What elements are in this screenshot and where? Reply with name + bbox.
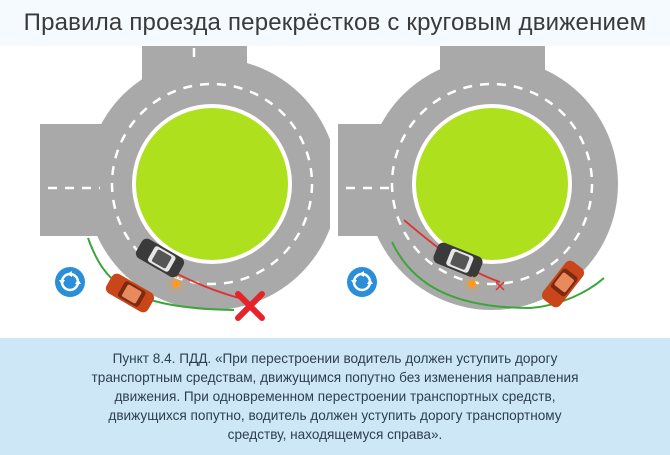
- right-roundabout-panel: [338, 46, 670, 338]
- caption-line: движущихся попутно, водитель должен усту…: [108, 408, 562, 423]
- left-lane-marking: [110, 82, 314, 286]
- left-signal-icon: [172, 280, 180, 288]
- right-red-car: [541, 260, 585, 308]
- right-signal-glow: [464, 276, 480, 292]
- right-green-path: [391, 241, 605, 310]
- panel-divider: [330, 46, 338, 338]
- left-signal-glow: [168, 276, 184, 292]
- caption-line: Пункт 8.4. ПДД. «При перестроении водите…: [112, 351, 558, 366]
- left-grey-car: [135, 238, 185, 278]
- page-title: Правила проезда перекрёстков с круговым …: [23, 9, 647, 36]
- right-island: [416, 108, 568, 260]
- right-lane-marking: [390, 82, 594, 286]
- caption-line: средству, находящемуся справа».: [227, 427, 443, 442]
- right-small-cross-icon: [495, 281, 505, 291]
- roundabout-diagram: [0, 46, 670, 338]
- left-red-car: [105, 273, 155, 313]
- right-roundabout-sign-icon: [345, 265, 379, 299]
- title-bar: Правила проезда перекрёстков с круговым …: [0, 0, 670, 46]
- left-island: [136, 108, 288, 260]
- caption-box: Пункт 8.4. ПДД. «При перестроении водите…: [0, 338, 670, 455]
- left-roundabout-panel: [0, 46, 330, 338]
- diagram-area: [0, 46, 670, 338]
- caption-line: транспортным средствам, движущимся попут…: [91, 370, 579, 385]
- collision-cross-icon: [235, 291, 265, 321]
- caption-line: движения. При одновременном перестроении…: [114, 389, 556, 404]
- right-signal-icon: [468, 280, 476, 288]
- right-grey-car: [433, 242, 483, 278]
- caption-text: Пункт 8.4. ПДД. «При перестроении водите…: [30, 349, 640, 444]
- left-roundabout-sign-icon: [53, 265, 87, 299]
